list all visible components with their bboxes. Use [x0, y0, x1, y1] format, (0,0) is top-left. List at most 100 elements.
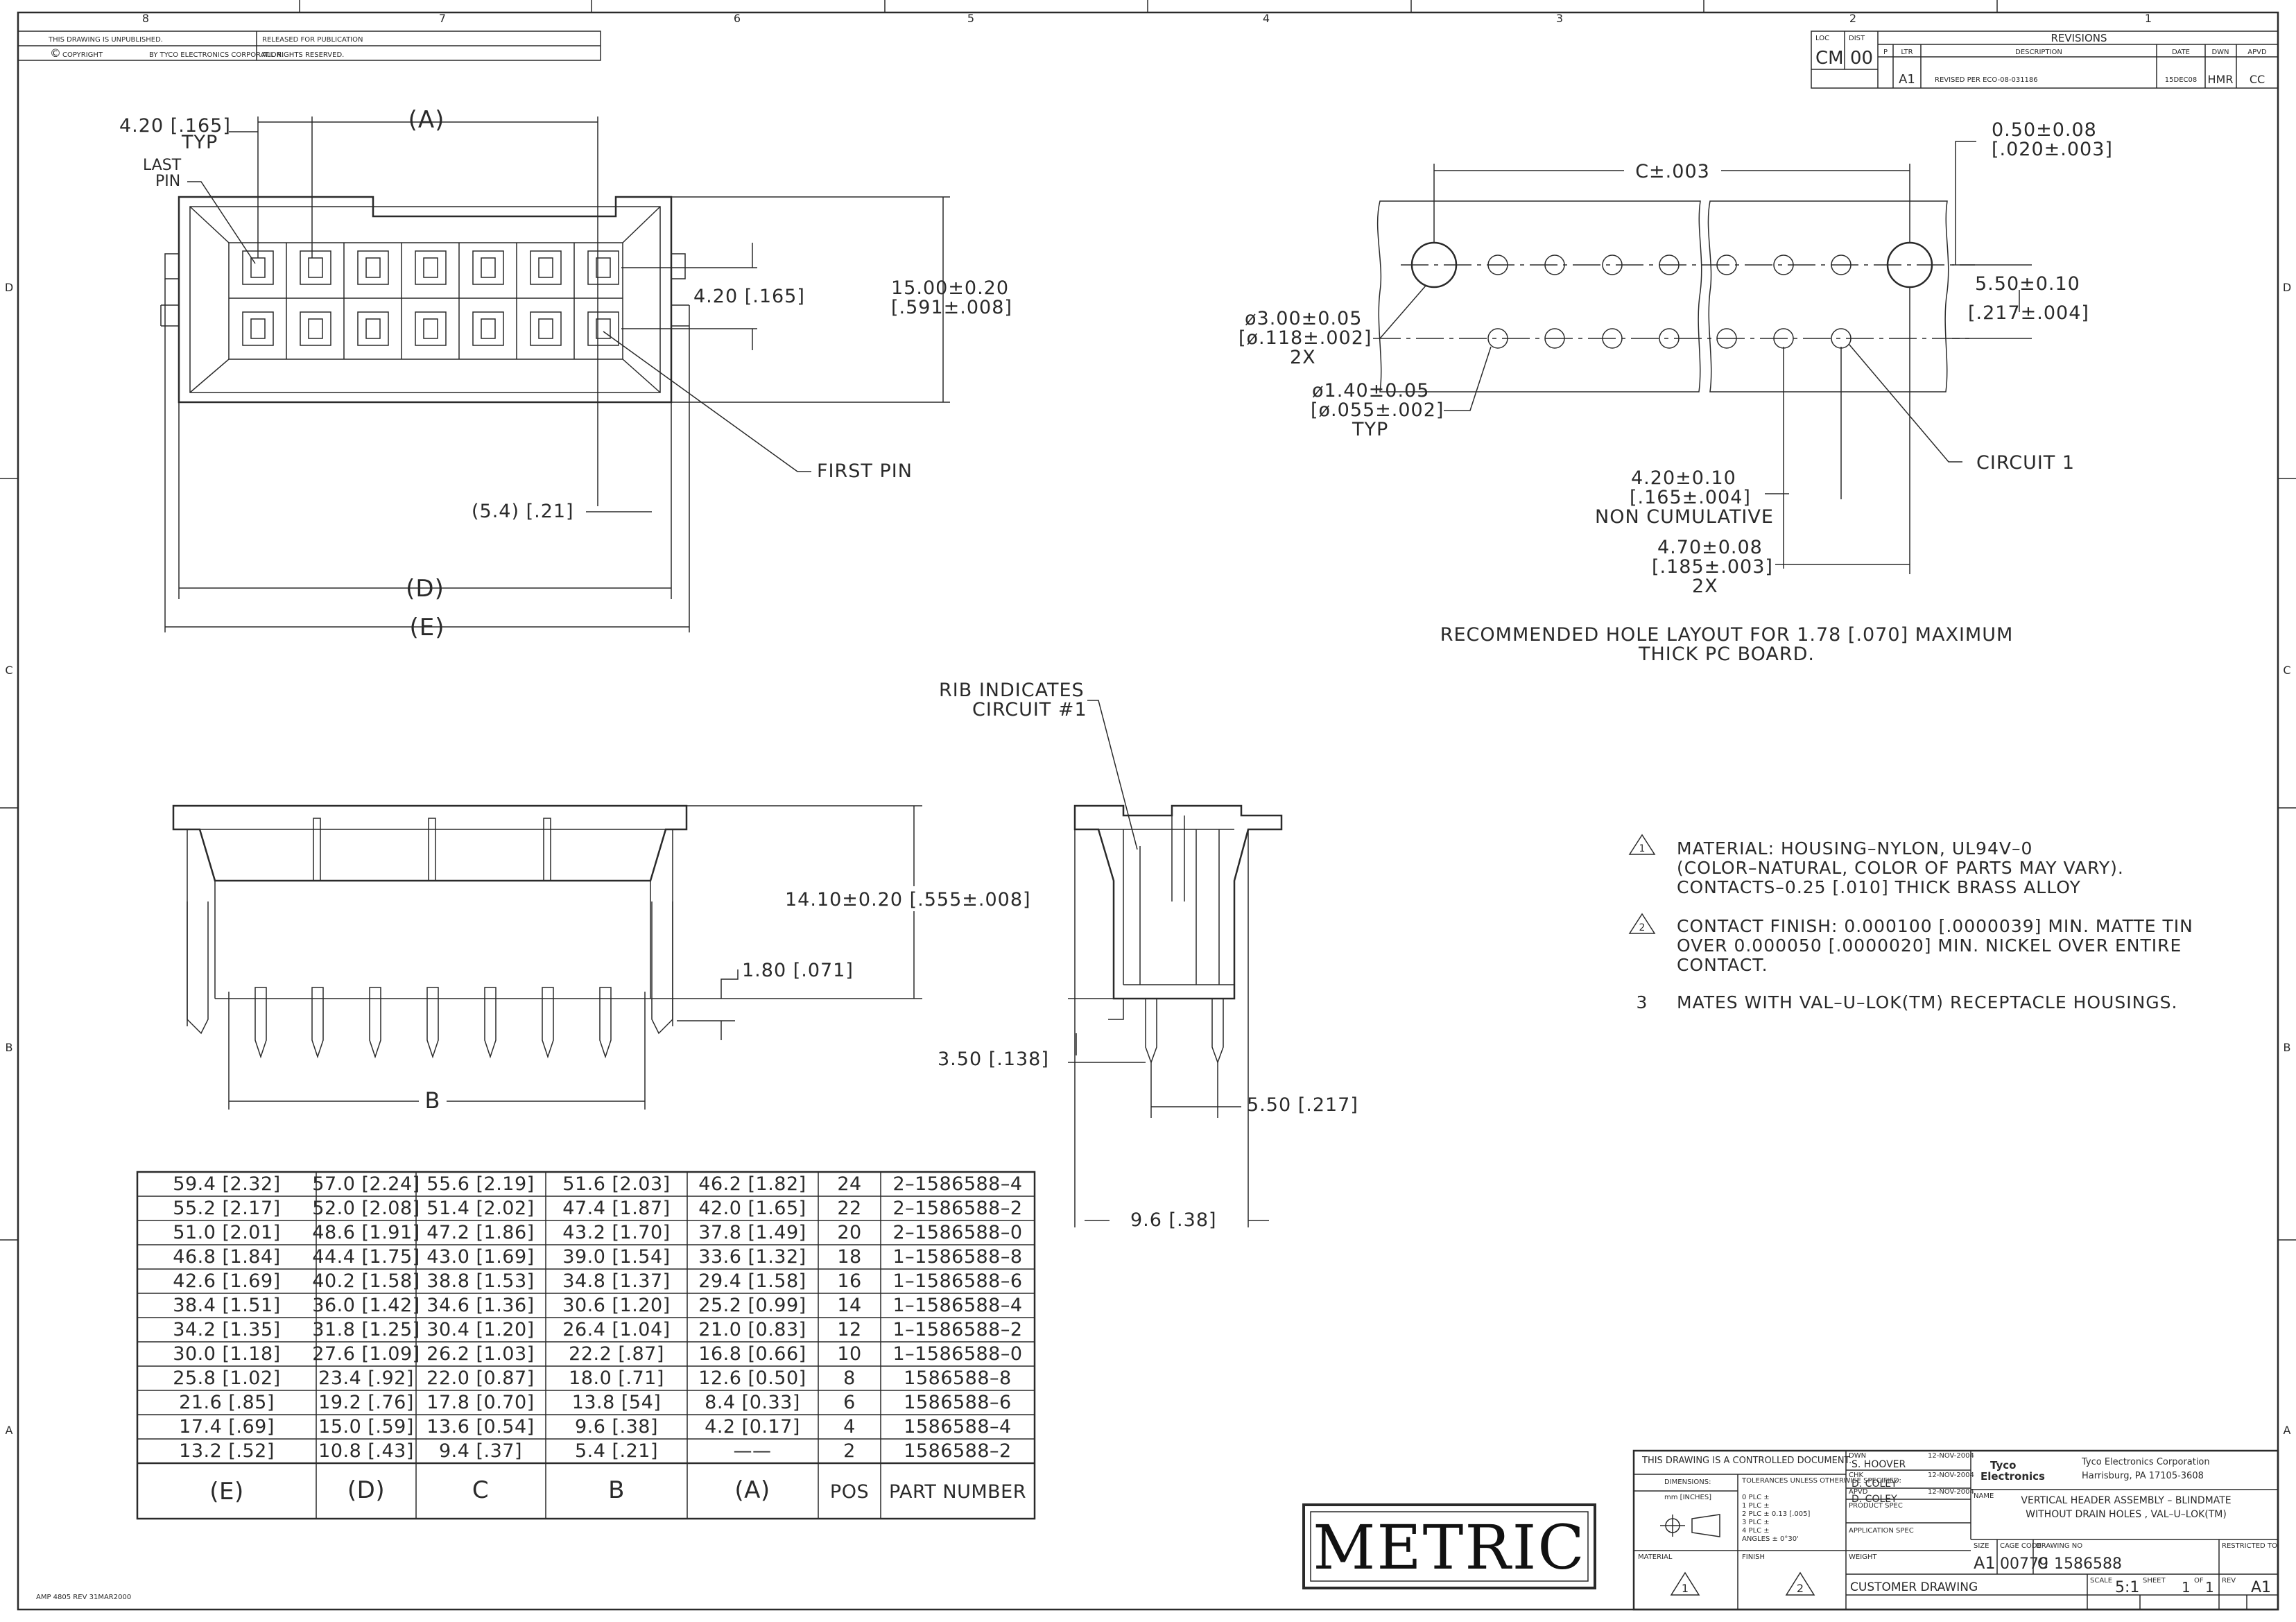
cage-code-label: CAGE CODE [2000, 1542, 2042, 1550]
table-cell: 47.2 [1.86] [426, 1222, 534, 1243]
product-spec-label: PRODUCT SPEC [1849, 1502, 1903, 1510]
table-cell: 1586588–8 [904, 1368, 1011, 1389]
table-header-B: B [608, 1476, 625, 1504]
table-cell: 4 [843, 1416, 856, 1438]
table-header-D: (D) [347, 1476, 385, 1504]
first-pin-label: FIRST PIN [817, 460, 913, 482]
sheet-label: SHEET [2143, 1577, 2166, 1585]
copyright-by-text: BY TYCO ELECTRONICS CORPORATION. [149, 51, 284, 59]
table-cell: 23.4 [.92] [318, 1368, 414, 1389]
table-cell: 1–1586588–8 [892, 1246, 1022, 1268]
apvd-label: APVD [1849, 1488, 1868, 1496]
customer-drawing-label: CUSTOMER DRAWING [1850, 1580, 1978, 1594]
table-cell: 1586588–2 [904, 1440, 1011, 1462]
table-cell: 55.6 [2.19] [426, 1173, 534, 1195]
dwn-name: S. HOOVER [1852, 1459, 1906, 1470]
table-cell: 42.0 [1.65] [698, 1198, 806, 1219]
note-1-number: 1 [1639, 843, 1646, 854]
rev-col-date: DATE [2172, 49, 2190, 56]
dim-C-label: C±.003 [1635, 161, 1710, 182]
note-1-line-1: MATERIAL: HOUSING–NYLON, UL94V–0 [1677, 838, 2032, 859]
zone-C-left: C [5, 664, 12, 677]
side-depth-label: 5.50 [.217] [1247, 1094, 1358, 1116]
table-cell: 38.8 [1.53] [426, 1270, 534, 1292]
table-cell: 4.2 [0.17] [705, 1416, 800, 1438]
tolerance-line-5: 4 PLC ± [1742, 1527, 1770, 1535]
table-cell: 37.8 [1.49] [698, 1222, 806, 1243]
zone-labels: 8 7 6 5 4 3 2 1 D C B A D C B A [5, 12, 2291, 1437]
rev-value: A1 [2251, 1579, 2271, 1596]
table-header-E: (E) [209, 1478, 244, 1505]
table-cell: 22.0 [0.87] [426, 1368, 534, 1389]
table-cell: 10.8 [.43] [318, 1440, 414, 1462]
table-cell: 1–1586588–4 [892, 1295, 1022, 1316]
table-cell: 17.8 [0.70] [426, 1392, 534, 1413]
contact-pins [254, 987, 612, 1059]
table-cell: 1586588–6 [904, 1392, 1011, 1413]
table-cell: 40.2 [1.58] [312, 1270, 420, 1292]
table-header-part-number: PART NUMBER [889, 1481, 1026, 1503]
material-note-ref: 1 [1682, 1582, 1689, 1595]
table-cell: 43.2 [1.70] [562, 1222, 670, 1243]
copyright-symbol: © [50, 46, 61, 60]
row-spacing-label: 4.20 [.165] [693, 286, 805, 307]
side-tail-label: 3.50 [.138] [938, 1049, 1049, 1070]
rev-col-dwn: DWN [2211, 49, 2229, 56]
size-label: SIZE [1974, 1542, 1989, 1550]
pitch-typ-label: TYP [181, 132, 218, 153]
table-cell: 31.8 [1.25] [312, 1319, 420, 1340]
rev-col-ltr: LTR [1901, 49, 1913, 56]
table-cell: 19.2 [.76] [318, 1392, 414, 1413]
table-rows: 59.4 [2.32]57.0 [2.24]55.6 [2.19]51.6 [2… [173, 1173, 1022, 1462]
table-cell: —— [734, 1440, 772, 1462]
table-cell: 8 [843, 1368, 856, 1389]
loc-label: LOC [1815, 35, 1829, 42]
zone-3: 3 [1556, 12, 1563, 25]
row-pitch-label-2: [.217±.004] [1968, 302, 2089, 324]
scale-label: SCALE [2090, 1577, 2112, 1585]
table-cell: 51.0 [2.01] [173, 1222, 280, 1243]
rev-description: REVISED PER ECO-08-031186 [1935, 76, 2038, 84]
note-3-number: 3 [1637, 992, 1648, 1012]
table-cell: 18.0 [.71] [569, 1368, 664, 1389]
drawing-name-line-1: VERTICAL HEADER ASSEMBLY – BLINDMATE [2021, 1495, 2231, 1506]
finish-label: FINISH [1742, 1553, 1765, 1561]
table-cell: 2 [843, 1440, 856, 1462]
rev-ltr: A1 [1899, 72, 1915, 87]
table-cell: 48.6 [1.91] [312, 1222, 420, 1243]
table-cell: 12.6 [0.50] [698, 1368, 806, 1389]
big-hole-label-3: 2X [1290, 347, 1316, 368]
zone-7: 7 [439, 12, 446, 25]
table-header-A: (A) [734, 1476, 770, 1504]
table-cell: 46.8 [1.84] [173, 1246, 280, 1268]
chk-date: 12-NOV-2004 [1928, 1472, 1974, 1479]
dim-E-label: (E) [409, 614, 444, 641]
tolerance-line-2: 1 PLC ± [1742, 1502, 1770, 1510]
side-view: RIB INDICATES CIRCUIT #1 3.50 [.138] 5.5… [938, 680, 1358, 1231]
dims-unit: mm [INCHES] [1664, 1494, 1711, 1501]
circuit-1-label: CIRCUIT 1 [1976, 452, 2075, 474]
rib-label-1: RIB INDICATES [939, 680, 1085, 701]
scale-value: 5:1 [2115, 1579, 2139, 1596]
small-hole-label-2: [ø.055±.002] [1311, 399, 1444, 421]
publication-block: THIS DRAWING IS UNPUBLISHED. RELEASED FO… [17, 31, 601, 61]
table-cell: 44.4 [1.75] [312, 1246, 420, 1268]
released-text: RELEASED FOR PUBLICATION [262, 36, 363, 44]
pitch-label: 4.20 [.165] [119, 115, 231, 137]
table-cell: 51.6 [2.03] [562, 1173, 670, 1195]
pin-cavities-row-1 [242, 250, 619, 285]
table-cell: 34.2 [1.35] [173, 1319, 280, 1340]
table-cell: 25.2 [0.99] [698, 1295, 806, 1316]
rev-dwn: HMR [2208, 73, 2234, 86]
big-hole-label-2: [ø.118±.002] [1238, 327, 1372, 349]
pin-pitch-label-1: 4.20±0.10 [1631, 467, 1736, 489]
table-cell: 14 [837, 1295, 861, 1316]
company-logo-line-2: Electronics [1980, 1470, 2045, 1483]
title-block: THIS DRAWING IS A CONTROLLED DOCUMENT. D… [1632, 1449, 2279, 1611]
zone-A-left: A [6, 1424, 13, 1437]
rev-col-apvd: APVD [2247, 49, 2267, 56]
note-2-line-3: CONTACT. [1677, 955, 1768, 975]
note-2-line-1: CONTACT FINISH: 0.000100 [.0000039] MIN.… [1677, 916, 2193, 936]
pin-cavities-row-2 [242, 311, 619, 346]
size-value: A1 [1974, 1553, 1996, 1573]
